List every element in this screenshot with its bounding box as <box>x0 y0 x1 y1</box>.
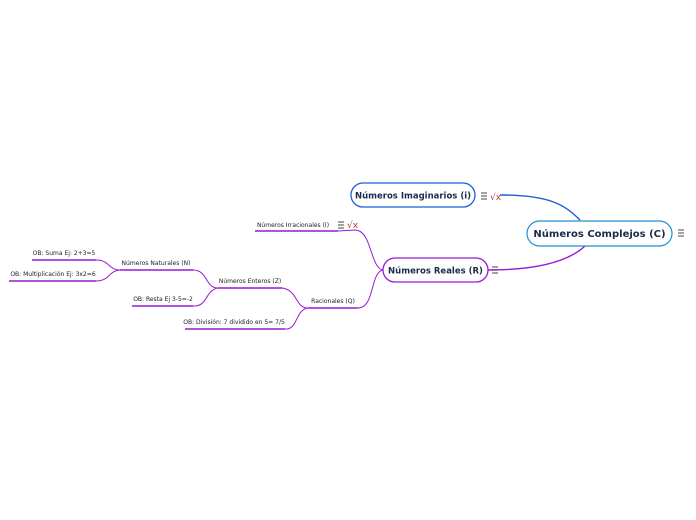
connector-naturales-multiplicacion <box>95 269 121 282</box>
node-enteros-label[interactable]: Números Enteros (Z) <box>219 278 281 285</box>
leaf-underlines <box>9 230 358 330</box>
menu-icon[interactable] <box>492 266 498 274</box>
node-racionales-label[interactable]: Racionales (Q) <box>311 298 355 305</box>
connector-racionales-division <box>284 307 309 330</box>
connector-reales-racionales <box>357 269 384 309</box>
sqrt-x-icon: √x <box>347 220 359 231</box>
connector-enteros-naturales <box>192 269 219 289</box>
node-imaginarios-label: Números Imaginarios (i) <box>355 192 471 202</box>
node-reales[interactable]: Números Reales (R) <box>382 257 489 283</box>
menu-icon[interactable] <box>678 229 684 237</box>
node-naturales-label[interactable]: Números Naturales (N) <box>122 260 191 267</box>
node-root[interactable]: Números Complejos (C) <box>526 220 673 247</box>
connectors <box>95 194 586 330</box>
svg-text:√x: √x <box>490 192 502 203</box>
connector-enteros-resta <box>192 287 219 307</box>
node-irracionales-label[interactable]: Números Irracionales (I) <box>257 222 329 229</box>
node-suma-label[interactable]: OB: Suma Ej: 2+3=5 <box>33 250 96 257</box>
sqrt-x-icon: √x <box>490 192 502 203</box>
menu-icon[interactable] <box>481 192 487 200</box>
connector-racionales-enteros <box>281 287 309 309</box>
node-reales-label: Números Reales (R) <box>388 267 483 277</box>
node-root-label: Números Complejos (C) <box>533 228 665 240</box>
menu-icon[interactable] <box>338 221 344 229</box>
connector-root-imaginarios <box>499 194 581 221</box>
node-division-label[interactable]: OB: División: 7 dividido en 5= 7/5 <box>183 319 285 326</box>
node-imaginarios[interactable]: Números Imaginarios (i) <box>350 182 476 208</box>
node-resta-label[interactable]: OB: Resta Ej 3-5=-2 <box>133 296 193 303</box>
connector-root-reales <box>487 245 586 271</box>
node-multiplicacion-label[interactable]: OB: Multiplicación Ej: 3x2=6 <box>10 271 95 278</box>
svg-text:√x: √x <box>347 220 359 231</box>
connector-naturales-suma <box>95 259 121 271</box>
connector-reales-irracionales <box>337 229 384 271</box>
